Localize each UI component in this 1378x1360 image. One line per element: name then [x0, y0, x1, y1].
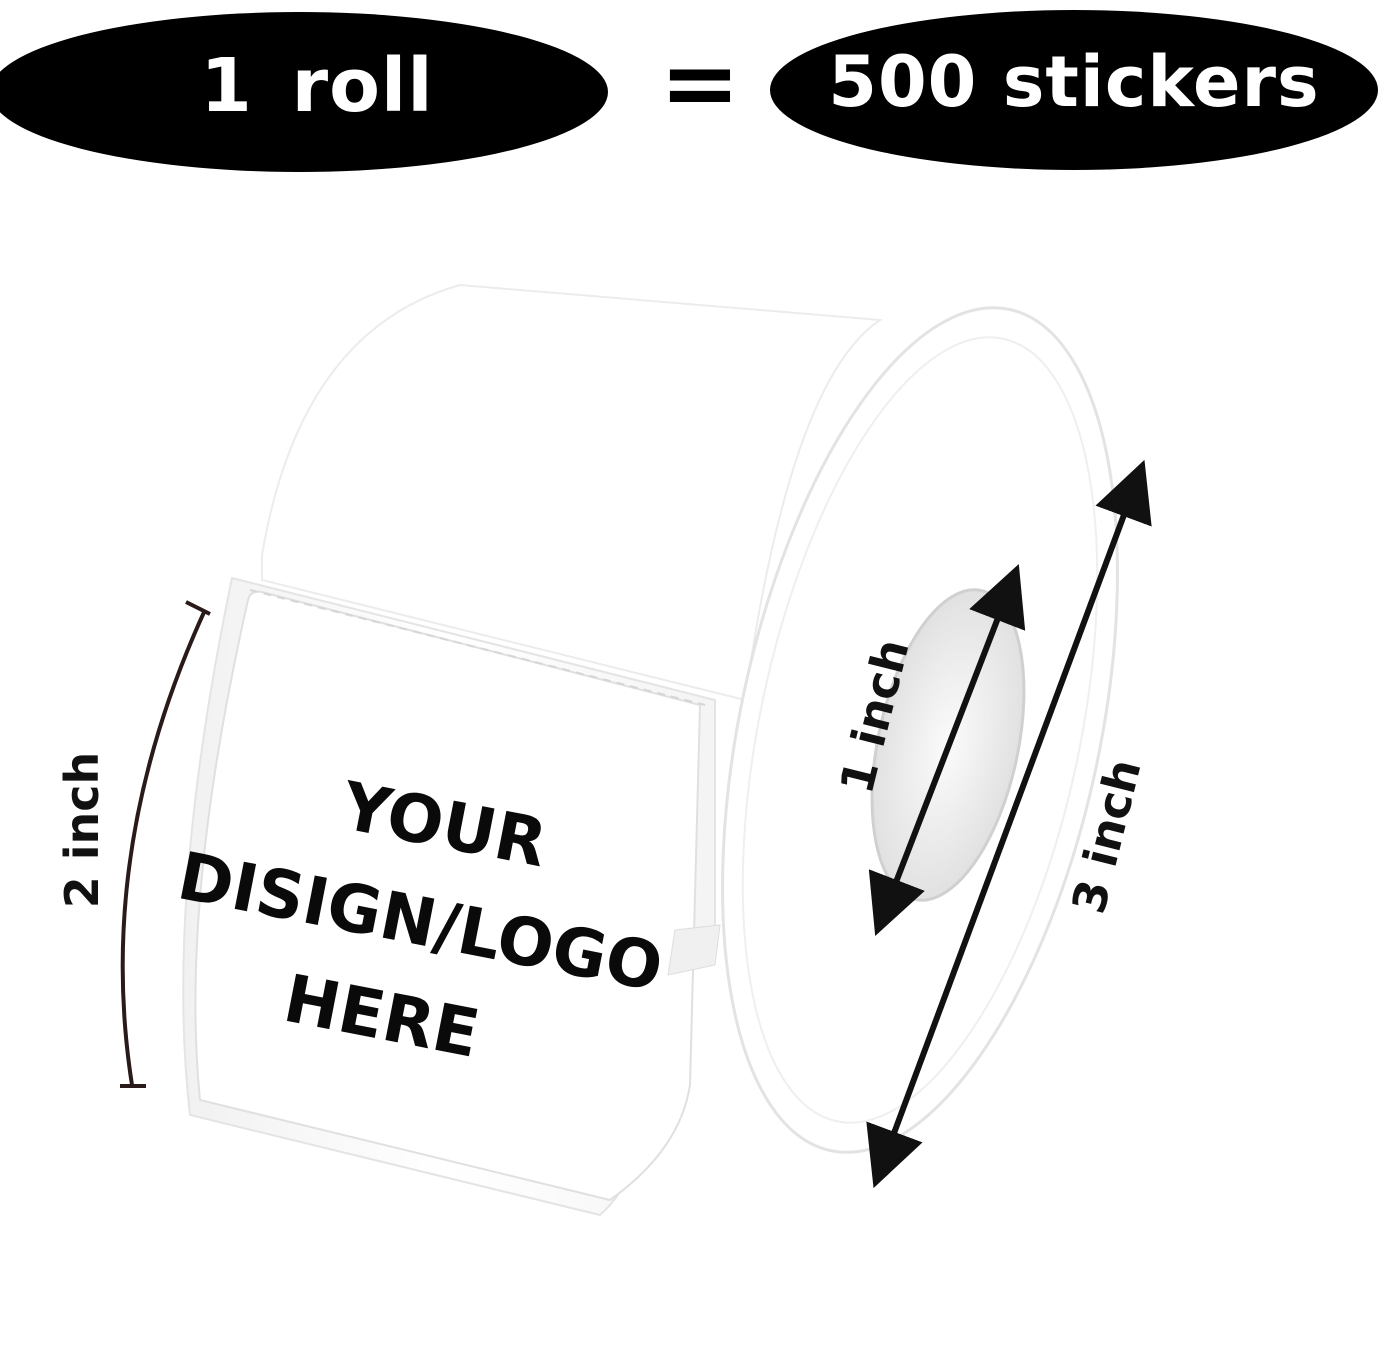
sticker-count-badge: 500 stickers: [770, 10, 1378, 170]
diameter-arrow: [866, 459, 1152, 1189]
height-bracket: [120, 609, 207, 1086]
label-tail: [667, 924, 721, 976]
height-label: 2 inch: [55, 752, 109, 909]
roll-count-badge: 1 roll: [0, 12, 608, 172]
label-sticker: [194, 590, 702, 1202]
roll-count-text: 1 roll: [200, 43, 434, 129]
height-bracket-top-cap: [185, 600, 211, 616]
sticker-count-text: 500 stickers: [828, 41, 1320, 123]
roll-top-paper: [261, 283, 883, 702]
equals-sign: =: [659, 27, 741, 139]
